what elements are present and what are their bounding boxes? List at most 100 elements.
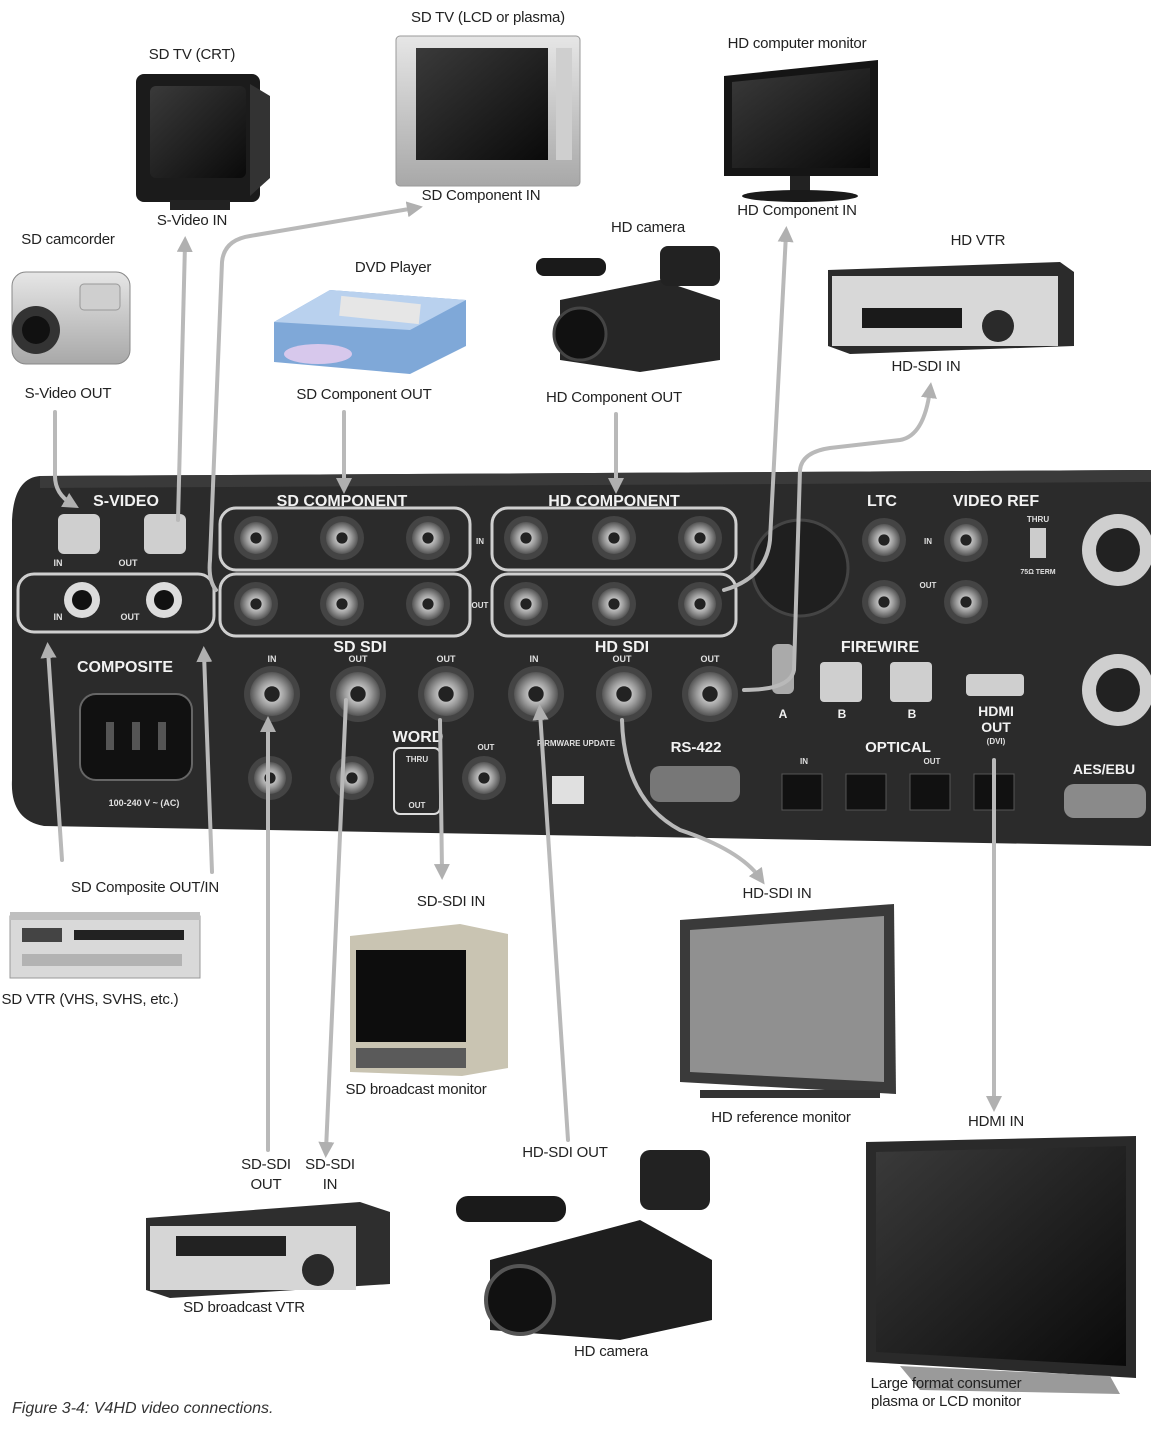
sd-component-in-label: SD Component IN — [421, 187, 541, 204]
composite-in-port-hole — [72, 590, 92, 610]
hd-camera-top-image — [536, 246, 720, 372]
sd-composite-label: SD Composite OUT/IN — [71, 879, 219, 896]
hd-camera-bottom-label: HD camera — [573, 1343, 649, 1360]
panel-label-sd-sdi: SD SDI — [333, 639, 386, 656]
dvd-player-image — [274, 290, 466, 374]
sd-sdi-out-label-2: OUT — [250, 1176, 282, 1193]
hd-component-in-bnc-1-pin — [520, 532, 532, 544]
figure-caption: Figure 3-4: V4HD video connections. — [12, 1400, 274, 1417]
sd-sdi-out-text-2: OUT — [437, 654, 457, 664]
composite-outline — [16, 572, 216, 634]
component-out-text: OUT — [472, 601, 489, 610]
sd-tv-lcd-label: SD TV (LCD or plasma) — [411, 9, 565, 26]
ref-out-bnc-pin — [960, 596, 972, 608]
panel-label-composite: COMPOSITE — [77, 659, 173, 676]
hd-sdi-out-text-2: OUT — [701, 654, 721, 664]
panel-label-ltc: LTC — [867, 493, 897, 510]
large-tv-image — [866, 1136, 1136, 1394]
hd-sdi-out-bnc-2-pin — [702, 686, 718, 702]
sd-component-out-bnc-3-pin — [422, 598, 434, 610]
svideo-out-text: OUT — [119, 558, 139, 568]
firewire-b-text-1: B — [838, 707, 847, 721]
sd-component-out-bnc-2-pin — [336, 598, 348, 610]
panel-label-aes-ebu: AES/EBU — [1073, 761, 1135, 777]
hd-component-out-bnc-3-pin — [694, 598, 706, 610]
rs422-port — [650, 766, 740, 802]
firewire-b-text-2: B — [908, 707, 917, 721]
optical-out-text: OUT — [924, 757, 941, 766]
sd-sdi-out-bnc-1-pin — [350, 686, 366, 702]
sd-broadcast-vtr-label: SD broadcast VTR — [183, 1299, 305, 1316]
sd-sdi-out-text-1: OUT — [349, 654, 369, 664]
sd-tv-lcd-image — [395, 35, 581, 187]
hd-reference-monitor-image — [680, 904, 896, 1098]
word-out-text-2: OUT — [409, 801, 426, 810]
sd-tv-crt-label: SD TV (CRT) — [148, 46, 236, 63]
cable-hd-sdi-out-monitor — [620, 718, 765, 885]
cable-hd-component-out — [722, 226, 794, 592]
sd-component-out-outline — [218, 572, 472, 638]
ref-out-text: OUT — [920, 581, 937, 590]
cable-composite-2 — [196, 646, 214, 874]
hd-component-in-label: HD Component IN — [737, 202, 857, 219]
firewire-a-text: A — [779, 707, 788, 721]
hd-component-out-outline — [490, 572, 738, 638]
hd-sdi-in-bnc-pin — [528, 686, 544, 702]
hd-component-out-bnc-1-pin — [520, 598, 532, 610]
panel-label-hdmi-out: OUT — [981, 719, 1011, 735]
cable-hd-sdi-out — [742, 382, 937, 692]
hd-camera-bottom-image — [456, 1150, 712, 1340]
cable-svideo-in — [53, 410, 79, 509]
cable-sd-sdi-out-monitor — [433, 718, 450, 880]
sd-sdi-in-text: IN — [268, 654, 277, 664]
svideo-in-text: IN — [54, 558, 63, 568]
v4hd-back-panel — [11, 470, 1151, 846]
panel-label-hd-sdi: HD SDI — [595, 639, 649, 656]
svideo-in-port — [58, 514, 100, 554]
hd-vtr-image — [828, 262, 1074, 354]
sd-component-in-outline — [218, 506, 472, 572]
panel-label-s-video: S-VIDEO — [93, 493, 159, 510]
ref-in-text: IN — [924, 537, 932, 546]
word-thru-bnc-pin — [346, 772, 358, 784]
hd-component-in-outline — [490, 506, 738, 572]
hd-computer-monitor-image — [724, 60, 878, 202]
panel-label-hdmi: HDMI — [978, 703, 1014, 719]
panel-label-firewire: FIREWIRE — [841, 639, 920, 656]
sd-sdi-in-bnc-pin — [264, 686, 280, 702]
optical-in-text: IN — [800, 757, 808, 766]
ltc-in-bnc-pin — [878, 534, 890, 546]
component-in-text: IN — [476, 537, 484, 546]
hdmi-port — [966, 674, 1024, 696]
sd-sdi-in-label: SD-SDI IN — [416, 893, 486, 910]
sd-sdi-out-bnc-2-pin — [438, 686, 454, 702]
sd-camcorder-image — [11, 271, 131, 365]
sd-broadcast-monitor-image — [350, 924, 508, 1076]
hd-sdi-in-mid-label: HD-SDI IN — [742, 885, 812, 902]
cable-sd-component-out — [207, 201, 423, 592]
sd-sdi-in-vtr-label-1: SD-SDI — [305, 1156, 355, 1173]
hdmi-in-label: HDMI IN — [967, 1113, 1025, 1130]
panel-label-hd-component: HD COMPONENT — [548, 493, 680, 510]
sd-camcorder-label: SD camcorder — [21, 231, 115, 248]
usb-port — [552, 776, 584, 804]
sd-component-in-bnc-3-pin — [422, 532, 434, 544]
hd-sdi-out-bnc-1-pin — [616, 686, 632, 702]
composite-out-text: OUT — [121, 612, 141, 622]
hd-sdi-in-top-label: HD-SDI IN — [891, 358, 961, 375]
cable-svideo-out — [176, 236, 193, 522]
optical-port-1 — [781, 773, 823, 811]
composite-out-port-hole — [154, 590, 174, 610]
hd-component-in-bnc-2-pin — [608, 532, 620, 544]
composite-in-text: IN — [54, 612, 63, 622]
large-tv-label: Large format consumer plasma or LCD moni… — [870, 1375, 1022, 1410]
cable-hd-sdi-in — [532, 704, 570, 1142]
ref-in-bnc-pin — [960, 534, 972, 546]
sd-vtr-image — [9, 912, 201, 979]
word-out-bnc-pin — [478, 772, 490, 784]
word-out-text: OUT — [478, 743, 495, 752]
panel-label-rs422: RS-422 — [671, 739, 722, 756]
power-label: 100-240 V ~ (AC) — [109, 798, 180, 808]
